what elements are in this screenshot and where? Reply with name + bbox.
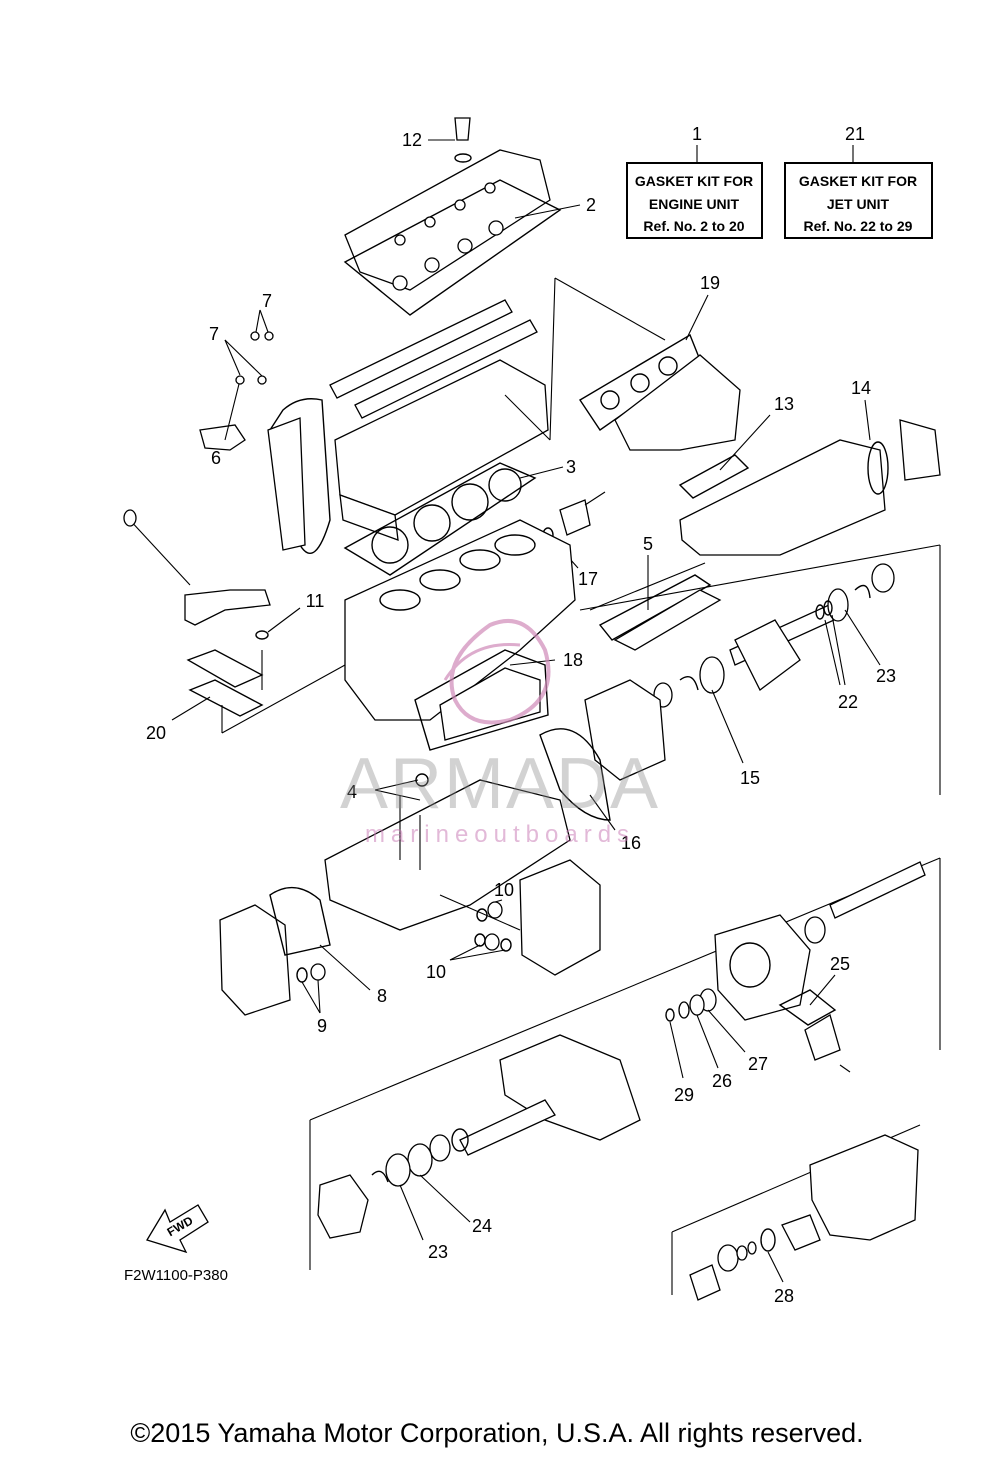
- kit-jet-line-1: GASKET KIT FOR: [799, 173, 917, 189]
- oil-filter-housing: [439, 859, 601, 976]
- dipstick-and-oil-pipe: [123, 509, 301, 640]
- kit-engine-line-2: ENGINE UNIT: [649, 196, 740, 212]
- callout-15: 15: [740, 768, 760, 788]
- kit-engine-line-3: Ref. No. 2 to 20: [643, 218, 744, 234]
- callout-25: 25: [830, 954, 850, 974]
- callout-4: 4: [347, 782, 357, 802]
- callout-8: 8: [377, 986, 387, 1006]
- callout-14: 14: [851, 378, 871, 398]
- fwd-arrow-icon: FWD: [146, 1204, 209, 1254]
- copyright-notice: ©2015 Yamaha Motor Corporation, U.S.A. A…: [130, 1418, 863, 1448]
- cylinder-head-gasket: [343, 462, 564, 576]
- watermark-logo: ARMADA marineoutboards: [340, 619, 660, 848]
- cylinder-block: [344, 519, 576, 721]
- callout-17: 17: [578, 569, 598, 589]
- water-jacket-cover: [589, 555, 722, 651]
- callout-7-lower: 7: [209, 324, 219, 344]
- callout-23-upper: 23: [876, 666, 896, 686]
- callout-11: 11: [306, 591, 325, 611]
- callout-1: 1: [692, 124, 702, 144]
- callout-23-lower: 23: [428, 1242, 448, 1262]
- callout-16: 16: [621, 833, 641, 853]
- callout-5: 5: [643, 534, 653, 554]
- kit-jet-line-2: JET UNIT: [827, 196, 890, 212]
- callout-13: 13: [774, 394, 794, 414]
- camshafts-and-chain: [199, 299, 538, 555]
- crankcase-cover: [539, 679, 666, 831]
- kit-jet-line-3: Ref. No. 22 to 29: [804, 218, 913, 234]
- callout-9: 9: [317, 1016, 327, 1036]
- gasket-kit-jet-box: GASKET KIT FOR JET UNIT Ref. No. 22 to 2…: [784, 124, 933, 239]
- watermark-main: ARMADA: [340, 744, 660, 824]
- jet-unit-upper: [309, 857, 941, 1121]
- callout-7-upper: 7: [262, 291, 272, 311]
- callout-21: 21: [845, 124, 865, 144]
- callout-12: 12: [402, 130, 422, 150]
- callout-22: 22: [838, 692, 858, 712]
- callout-27: 27: [748, 1054, 768, 1074]
- jet-nozzle-assembly: [671, 1124, 921, 1301]
- watermark-sub: marineoutboards: [365, 821, 635, 848]
- diagram-code: F2W1100-P380: [124, 1267, 228, 1284]
- callout-26: 26: [712, 1071, 732, 1091]
- drive-shaft-coupling: [579, 544, 941, 795]
- callout-2: 2: [586, 195, 596, 215]
- breather-plate-gasket: [171, 649, 346, 734]
- crankcase: [324, 773, 571, 931]
- callout-24: 24: [472, 1216, 492, 1236]
- callout-29: 29: [674, 1085, 694, 1105]
- callout-18: 18: [563, 650, 583, 670]
- cylinder-head-cover: [343, 117, 581, 316]
- callout-20: 20: [146, 723, 166, 743]
- callout-28: 28: [774, 1286, 794, 1306]
- callout-10-upper: 10: [494, 880, 514, 900]
- cylinder-head: [334, 277, 666, 541]
- callout-3: 3: [566, 457, 576, 477]
- gasket-kit-engine-box: GASKET KIT FOR ENGINE UNIT Ref. No. 2 to…: [626, 124, 763, 239]
- kit-engine-line-1: GASKET KIT FOR: [635, 173, 753, 189]
- exhaust-manifold: [579, 294, 941, 556]
- callout-19: 19: [700, 273, 720, 293]
- callout-6: 6: [211, 448, 221, 468]
- intermediate-housing: [309, 1034, 641, 1270]
- callout-10-lower: 10: [426, 962, 446, 982]
- oil-pump-cover: [219, 887, 371, 1016]
